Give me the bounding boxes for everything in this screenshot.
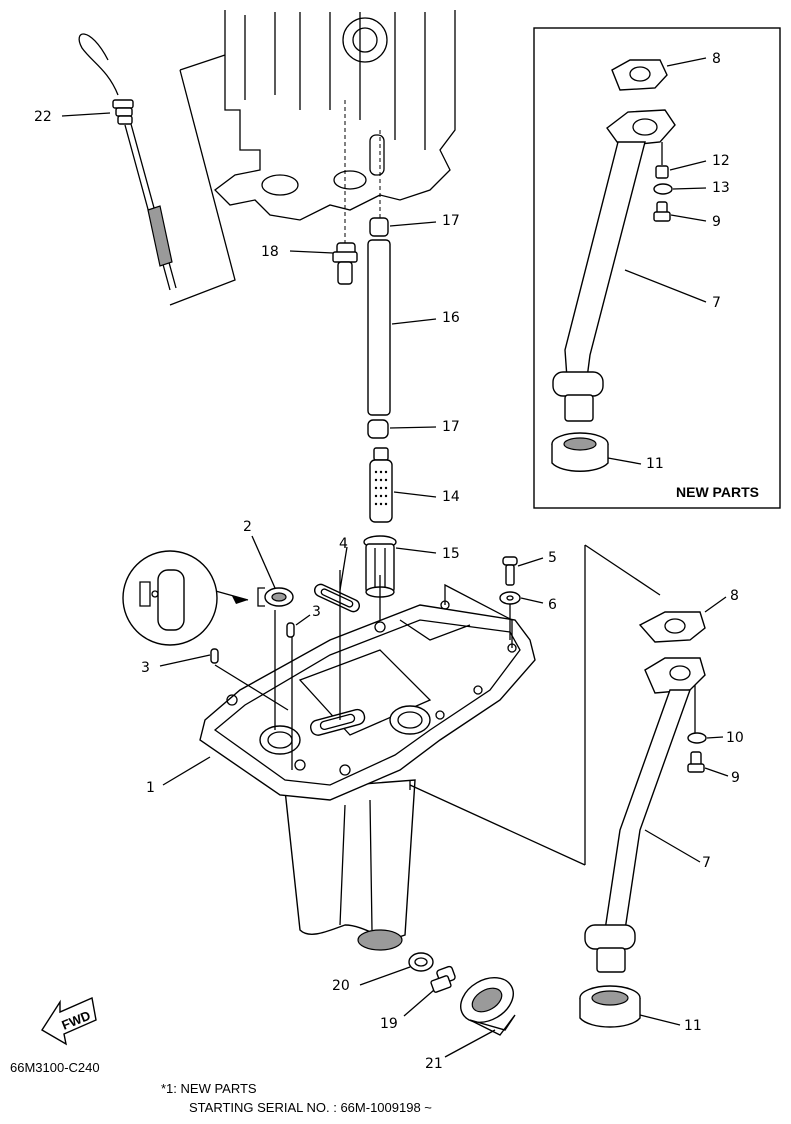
engine-block-outline (214, 10, 456, 245)
callout-19: 19 (380, 1016, 398, 1032)
new-parts-label: NEW PARTS (676, 484, 759, 500)
callout-6: 6 (548, 597, 557, 613)
callout-1: 1 (146, 780, 155, 796)
gasket-8-lower (638, 611, 706, 643)
connector-frame-lines (584, 544, 661, 865)
bolt-9-upper (653, 201, 671, 222)
callout-21: 21 (425, 1056, 443, 1072)
callout-13: 13 (712, 180, 730, 196)
callout-7-lower: 7 (702, 855, 711, 871)
callout-3-upper: 3 (312, 604, 321, 620)
callout-12: 12 (712, 153, 730, 169)
callout-22: 22 (34, 109, 52, 125)
dowel-pin-3-right (286, 622, 295, 638)
collar-12 (655, 165, 669, 179)
callout-16: 16 (442, 310, 460, 326)
drawing-code: 66M3100-C240 (10, 1060, 100, 1075)
footnote-line-1: *1: NEW PARTS (161, 1081, 257, 1096)
callout-14: 14 (442, 489, 460, 505)
callout-11-upper: 11 (646, 456, 664, 472)
washer-10 (687, 732, 707, 744)
callout-7-upper: 7 (712, 295, 721, 311)
water-tube-7-lower (584, 657, 706, 973)
callout-8-lower: 8 (730, 588, 739, 604)
callout-9-lower: 9 (731, 770, 740, 786)
bolt-9-lower (687, 751, 705, 773)
callout-11-lower: 11 (684, 1018, 702, 1034)
upper-casing-1 (199, 575, 586, 951)
oil-pipe-16 (367, 239, 391, 416)
callout-2: 2 (243, 519, 252, 535)
footnote-line-2: STARTING SERIAL NO. : 66M-1009198 ~ (189, 1100, 432, 1115)
callout-17-bottom: 17 (442, 419, 460, 435)
callout-15: 15 (442, 546, 460, 562)
grommet-11-lower (579, 985, 641, 1028)
inset-detail-circle (122, 550, 218, 646)
drain-plug-19 (430, 965, 456, 993)
bolt-18 (332, 242, 358, 285)
gasket-4 (313, 570, 361, 720)
grommet-21 (460, 977, 516, 1036)
leader-lines (61, 57, 729, 1058)
gasket-8-upper (611, 59, 668, 91)
oil-seal-2 (211, 587, 294, 770)
bolt-5 (502, 556, 518, 586)
water-tube-7-upper (552, 109, 676, 422)
fwd-arrow-icon: FWD (41, 997, 97, 1046)
callout-10: 10 (726, 730, 744, 746)
collar-17-top (369, 217, 389, 237)
callout-18: 18 (261, 244, 279, 260)
callout-3-lower: 3 (141, 660, 150, 676)
washer-20 (408, 952, 434, 972)
dowel-pin-3-left (210, 648, 289, 711)
callout-20: 20 (332, 978, 350, 994)
dipstick (78, 33, 236, 306)
callout-5: 5 (548, 550, 557, 566)
callout-9-upper: 9 (712, 214, 721, 230)
washer-13 (653, 183, 673, 195)
new-parts-box: NEW PARTS (533, 27, 781, 509)
callout-17-top: 17 (442, 213, 460, 229)
callout-4: 4 (339, 536, 348, 552)
callout-numbers: 22 18 17 16 17 14 15 2 4 3 3 1 5 6 8 10 … (34, 51, 744, 1072)
collar-17-bottom (367, 419, 389, 439)
oil-strainer-14 (369, 447, 393, 523)
grommet-11-upper (551, 432, 609, 472)
washer-6 (499, 591, 521, 640)
callout-8-upper: 8 (712, 51, 721, 67)
